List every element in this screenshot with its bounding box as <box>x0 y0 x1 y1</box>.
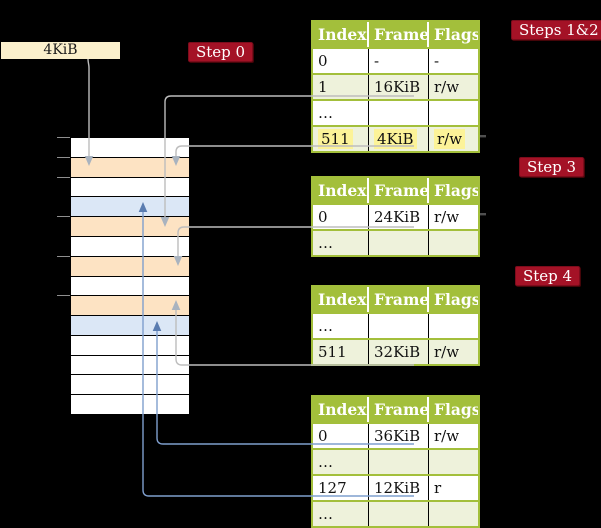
table-row: … <box>313 502 478 526</box>
free-frame-box: 4KiB <box>1 42 120 59</box>
table-cell <box>369 450 429 474</box>
table-cell <box>429 502 478 526</box>
table-cell: 16KiB <box>369 75 429 99</box>
table-cell: 0 <box>313 424 369 448</box>
column-header: Flags <box>434 181 478 200</box>
column-header: Frame <box>369 397 429 422</box>
memory-tick <box>57 137 70 138</box>
table-cell: r <box>434 479 442 497</box>
memory-row-pagetable <box>71 217 189 236</box>
table-cell: r/w <box>429 127 478 151</box>
memory-tick <box>57 256 70 257</box>
table-cell: … <box>313 101 369 125</box>
table-cell: … <box>313 231 369 255</box>
table-row: 511 4KiB r/w <box>313 127 478 151</box>
table-cell: r/w <box>434 427 460 445</box>
memory-row-free <box>71 177 189 197</box>
table-cell <box>429 231 478 255</box>
table-cell: r/w <box>434 343 460 361</box>
step-0-label: Step 0 <box>188 42 254 62</box>
highlighted-value: 4KiB <box>374 129 417 149</box>
table-cell: … <box>313 450 369 474</box>
memory-tick <box>57 157 70 158</box>
column-header: Frame <box>369 178 429 203</box>
column-header: Index <box>313 178 369 203</box>
table-cell <box>369 101 429 125</box>
table-cell <box>429 101 478 125</box>
column-header: Index <box>313 397 369 422</box>
memory-tick <box>57 216 70 217</box>
memory-row-data <box>71 316 189 335</box>
memory-row-free <box>71 236 189 256</box>
table-cell: r/w <box>434 208 460 226</box>
column-header: Index <box>313 287 369 312</box>
table-row: … <box>313 450 478 474</box>
table-row: … <box>313 314 478 338</box>
table-cell: … <box>313 314 369 338</box>
table-cell <box>369 314 429 338</box>
table-cell: 36KiB <box>369 424 429 448</box>
memory-row-free <box>71 355 189 375</box>
table-cell: … <box>313 502 369 526</box>
table-cell <box>369 231 429 255</box>
column-header: Index <box>313 22 369 47</box>
memory-row-free <box>71 138 189 157</box>
column-header: Frame <box>369 22 429 47</box>
table-cell: 511 <box>313 127 369 151</box>
table-cell <box>429 314 478 338</box>
memory-row-free <box>71 335 189 355</box>
table-cell: 0 <box>313 49 369 73</box>
physical-memory-column <box>70 137 190 415</box>
memory-row-free <box>71 276 189 296</box>
step-4-label: Step 4 <box>515 266 581 286</box>
column-header: Flags <box>434 290 478 309</box>
table-cell <box>369 502 429 526</box>
column-header: Flags <box>434 400 478 419</box>
table-cell <box>429 450 478 474</box>
memory-row-pagetable <box>71 157 189 177</box>
table-cell: 24KiB <box>369 205 429 229</box>
memory-tick <box>57 177 70 178</box>
memory-row-pagetable <box>71 296 189 316</box>
table-cell: 32KiB <box>369 340 429 364</box>
memory-row-free <box>71 395 189 414</box>
stub-mark-step3-0 <box>480 213 486 216</box>
memory-row-pagetable <box>71 256 189 276</box>
table-cell: 0 <box>313 205 369 229</box>
stub-mark-root-511 <box>480 135 486 138</box>
table-row: 0-- <box>313 49 478 73</box>
table-row: … <box>313 101 478 125</box>
table-cell: 4KiB <box>369 127 429 151</box>
memory-tick <box>57 295 70 296</box>
memory-row-free <box>71 375 189 395</box>
highlighted-value: 511 <box>318 129 353 149</box>
table-cell: r/w <box>434 78 460 96</box>
table-cell: 127 <box>313 476 369 500</box>
table-cell: 12KiB <box>369 476 429 500</box>
table-cell: - <box>434 52 440 70</box>
memory-row-data <box>71 197 189 217</box>
highlighted-value: r/w <box>434 129 466 149</box>
column-header: Flags <box>434 25 478 44</box>
steps-1-2-label: Steps 1&2 <box>511 20 601 40</box>
table-cell: - <box>369 49 429 73</box>
step-3-label: Step 3 <box>519 157 585 177</box>
table-cell: 511 <box>313 340 369 364</box>
table-cell: 1 <box>313 75 369 99</box>
table-row: … <box>313 231 478 255</box>
column-header: Frame <box>369 287 429 312</box>
